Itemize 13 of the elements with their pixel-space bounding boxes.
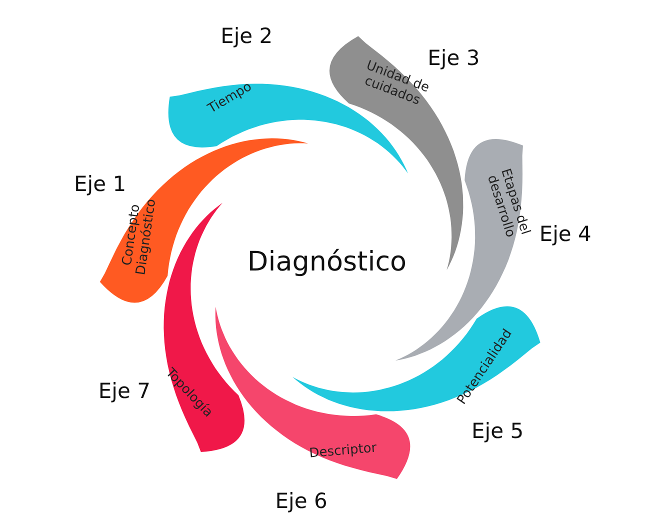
petal-shape [215, 306, 410, 479]
axis-label: Eje 7 [98, 378, 150, 403]
axis-label: Eje 1 [74, 172, 126, 196]
segment-label: Descriptor [308, 440, 378, 464]
segment-label: Concepto Diagnóstico [118, 196, 160, 278]
axis-label: Eje 5 [472, 418, 524, 443]
center-title: Diagnóstico [247, 246, 407, 278]
axis-label: Eje 3 [428, 46, 480, 70]
petal-shape [292, 306, 540, 412]
petal-shape [164, 202, 244, 452]
axis-label: Eje 4 [539, 222, 592, 246]
axis-label: Eje 6 [275, 488, 328, 513]
axis-label: Eje 2 [220, 24, 273, 48]
